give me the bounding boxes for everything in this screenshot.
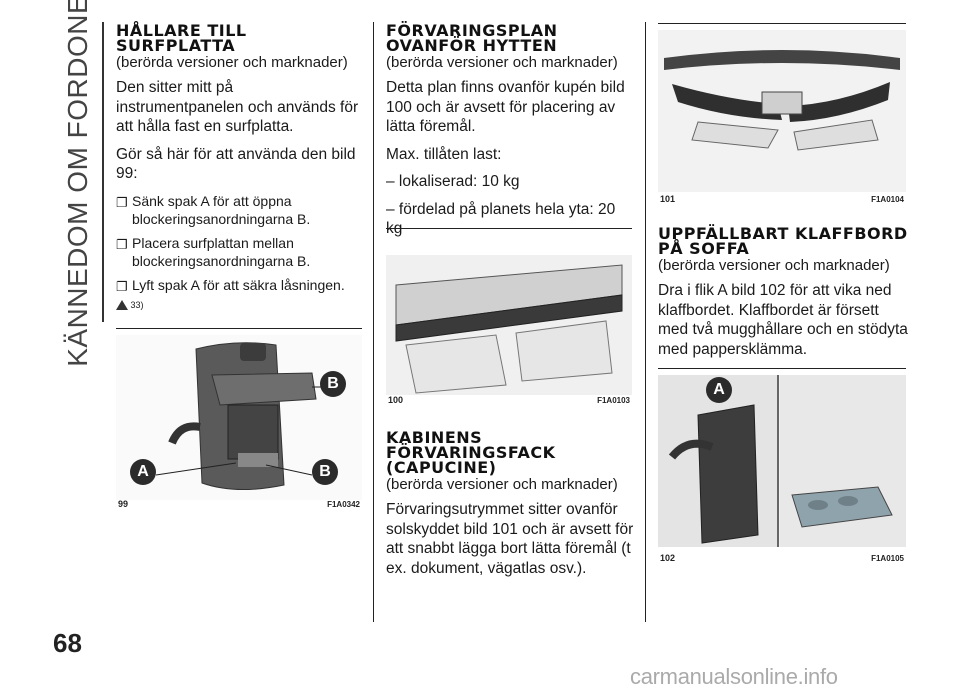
callout-label: A (706, 377, 732, 403)
list-item: ❐Sänk spak A för att öppna blockeringsan… (116, 192, 311, 227)
warning-icon (116, 300, 128, 311)
checkbox-bullet-icon: ❐ (116, 236, 128, 252)
column-2: FÖRVARINGSPLAN OVANFÖR HYTTEN (berörda v… (386, 23, 634, 247)
checkbox-bullet-icon: ❐ (116, 278, 128, 294)
figure-code: F1A0105 (871, 554, 904, 563)
figure-number: 100 (388, 395, 404, 405)
paragraph: Dra i flik A bild 102 för att vika ned k… (658, 282, 908, 358)
cabin-storage-illustration (658, 30, 906, 192)
paragraph: Max. tillåten last: (386, 145, 502, 163)
section-subheading: (berörda versioner och marknader) (386, 476, 618, 493)
section-heading: HÅLLARE TILL SURFPLATTA (116, 21, 247, 55)
site-watermark: carmanualsonline.info (630, 664, 838, 689)
tablet-holder-illustration (116, 335, 362, 500)
section-heading: FÖRVARINGSPLAN OVANFÖR HYTTEN (386, 21, 558, 55)
warning-reference: 33) (116, 300, 362, 311)
section-subheading: (berörda versioner och marknader) (116, 54, 348, 71)
section-subheading: (berörda versioner och marknader) (658, 257, 890, 274)
figure-code: F1A0104 (871, 195, 904, 204)
callout-label: A (130, 459, 156, 485)
figure-number: 102 (660, 553, 676, 563)
overhead-shelf-illustration (386, 255, 632, 395)
figure-code: F1A0103 (597, 396, 630, 405)
paragraph: Den sitter mitt på instrumentpanelen och… (116, 79, 359, 135)
page-number: 68 (53, 628, 82, 658)
column-divider (645, 22, 646, 622)
column-1: HÅLLARE TILL SURFPLATTA (berörda version… (116, 21, 362, 311)
callout-label: B (312, 459, 338, 485)
section-heading: KABINENS FÖRVARINGSFACK (CAPUCINE) (386, 428, 556, 477)
paragraph: Detta plan finns ovanför kupén bild 100 … (386, 79, 625, 135)
section-subheading: (berörda versioner och marknader) (386, 54, 618, 71)
paragraph: Gör så här för att använda den bild 99: (116, 145, 356, 183)
figure-99: B A B 99 F1A0342 (116, 328, 362, 514)
column-divider (373, 22, 374, 622)
side-rule (102, 22, 104, 322)
section-heading: UPPFÄLLBART KLAFFBORD PÅ SOFFA (658, 224, 908, 258)
paragraph: Förvaringsutrymmet sitter ovanför solsky… (386, 501, 634, 577)
figure-100: 100 F1A0103 (386, 228, 632, 409)
callout-label: B (320, 371, 346, 397)
fold-down-table-illustration (658, 375, 906, 547)
figure-102: A 102 F1A0105 (658, 368, 906, 569)
paragraph: – lokaliserad: 10 kg (386, 173, 520, 190)
list-item: ❐Lyft spak A för att säkra låsningen. (116, 276, 345, 294)
figure-code: F1A0342 (327, 500, 360, 509)
figure-number: 101 (660, 194, 676, 204)
list-item: ❐Placera surfplattan mellan blockeringsa… (116, 234, 311, 269)
checkbox-bullet-icon: ❐ (116, 194, 128, 210)
figure-101: 101 F1A0104 (658, 23, 906, 209)
column-2-lower: KABINENS FÖRVARINGSFACK (CAPUCINE) (berö… (386, 430, 634, 586)
column-3-text: UPPFÄLLBART KLAFFBORD PÅ SOFFA (berörda … (658, 226, 908, 367)
figure-number: 99 (118, 499, 129, 509)
side-title: KÄNNEDOM OM FORDONET (62, 0, 93, 367)
